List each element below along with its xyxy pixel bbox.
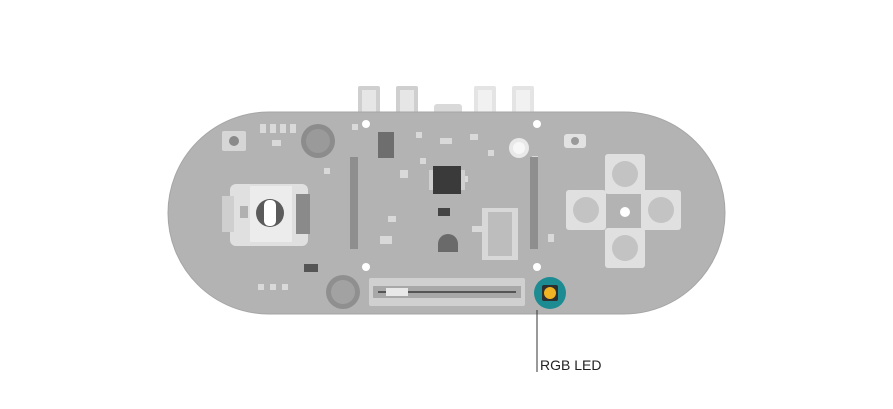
slider-icon xyxy=(369,278,525,306)
rgb-led-label: RGB LED xyxy=(540,357,601,373)
capacitor-icon xyxy=(509,138,529,158)
buzzer-icon xyxy=(301,124,335,158)
multiplexer-chip-icon xyxy=(482,208,518,260)
accelerometer-icon xyxy=(564,134,586,148)
joystick-icon xyxy=(222,184,310,246)
microcontroller-chip-icon xyxy=(429,166,465,194)
button-icon xyxy=(566,190,606,230)
button-icon xyxy=(605,154,645,194)
rgb-led-icon xyxy=(534,277,566,309)
button-icon xyxy=(641,190,681,230)
reset-button-icon xyxy=(222,131,246,151)
microphone-icon xyxy=(326,275,360,309)
button-icon xyxy=(605,228,645,268)
